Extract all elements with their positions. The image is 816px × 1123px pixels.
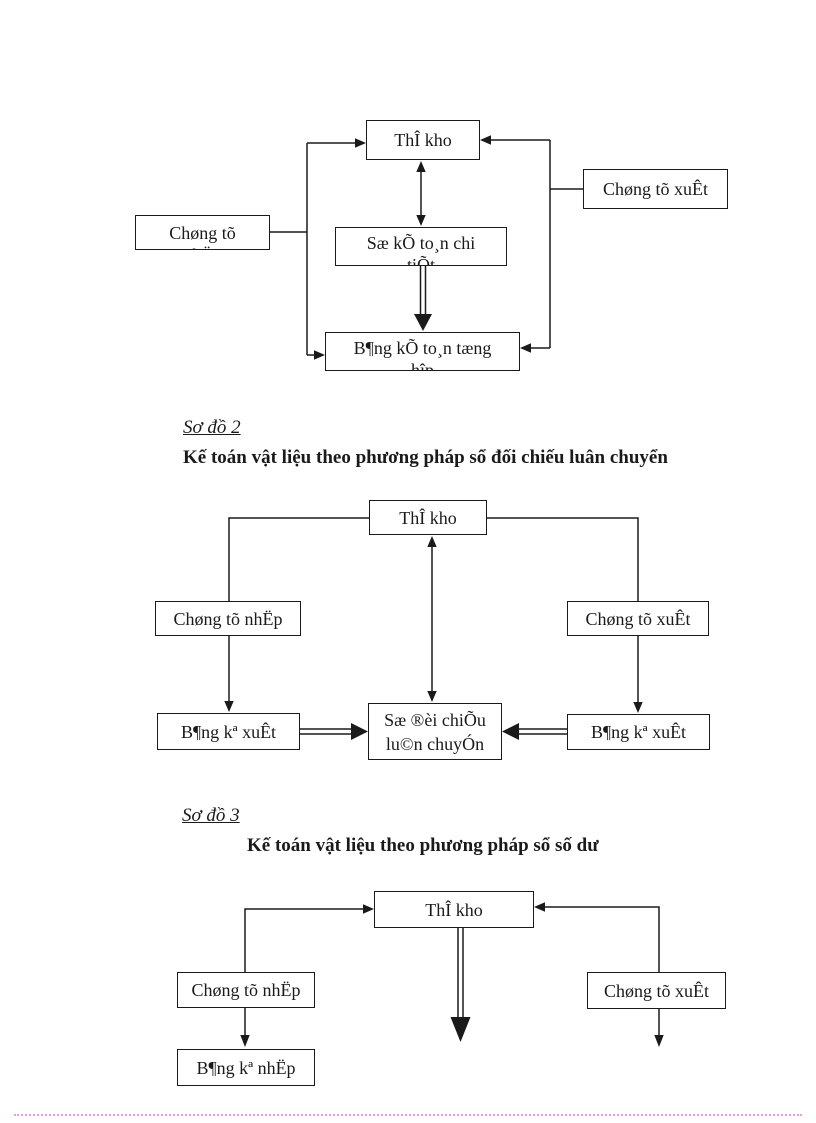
d2-box-bang-ke-right: B¶ng kª xuÊt	[567, 714, 710, 750]
d3-box-chung-tu-xuat: Chøng tõ xuÊt	[587, 972, 726, 1009]
d3-arrowhead-nhap-bangke	[240, 1035, 250, 1047]
d2-box-bang-ke-left: B¶ng kª xuÊt	[157, 713, 300, 750]
d2-box-chung-tu-nhap: Chøng tõ nhËp	[155, 601, 301, 636]
d2-box-chung-tu-xuat: Chøng tõ xuÊt	[567, 601, 709, 636]
page-break-dotted-line	[14, 1114, 802, 1116]
d1-box-bang-ke-toan-line2: hîp	[410, 360, 434, 371]
d3-box-bang-ke-nhap: B¶ng kª nhËp	[177, 1049, 315, 1086]
d1-box-chung-tu-nhap-line2: nhËp	[136, 244, 269, 249]
d1-box-so-ke-toan-line1: Sæ kÕ to¸n chi	[366, 233, 476, 253]
d2-arrowhead-nhap-bangke	[224, 701, 234, 712]
d1-box-chung-tu-xuat-label: Chøng tõ xuÊt	[602, 179, 708, 199]
d3-box-chung-tu-xuat-label: Chøng tõ xuÊt	[603, 980, 709, 1001]
d3-arrowhead-into-thekho-right	[534, 902, 545, 912]
d2-box-chung-tu-nhap-label: Chøng tõ nhËp	[173, 608, 283, 629]
d1-box-bang-ke-toan-line1: B¶ng kÕ to¸n tæng	[353, 338, 492, 358]
so-do-2-caption: Kế toán vật liệu theo phương pháp sổ đối…	[183, 447, 668, 468]
so-do-2-label: Sơ đồ 2	[183, 417, 241, 438]
d3-thick-arrowhead	[450, 1017, 471, 1042]
d3-box-chung-tu-nhap: Chøng tõ nhËp	[177, 972, 315, 1008]
d2-thick-right-arrowhead	[502, 723, 519, 740]
d1-box-so-ke-toan-line2: tiÕt	[406, 255, 435, 266]
d2-box-the-kho: ThÎ kho	[369, 500, 487, 535]
diagram2-connectors	[224, 517, 643, 740]
d1-arrowhead-to-thekho-right	[480, 135, 491, 145]
d3-arrowhead-into-thekho-left	[363, 904, 374, 914]
d1-box-chung-tu-xuat: Chøng tõ xuÊt	[583, 169, 728, 209]
d3-link-xuat-thekho	[545, 906, 660, 972]
d3-box-bang-ke-nhap-label: B¶ng kª nhËp	[196, 1057, 296, 1078]
d1-box-bang-ke-toan-tong-hop: B¶ng kÕ to¸n tæng hîp	[325, 332, 520, 371]
d1-box-so-ke-toan-chi-tiet: Sæ kÕ to¸n chi tiÕt	[335, 227, 507, 266]
d2-link-thekho-xuat	[487, 517, 639, 601]
d3-box-chung-tu-nhap-label: Chøng tõ nhËp	[191, 980, 301, 1000]
d3-box-the-kho-label: ThÎ kho	[425, 899, 483, 920]
d1-arrowhead-to-bang-left	[314, 350, 325, 360]
so-do-3-caption: Kế toán vật liệu theo phương pháp sổ số …	[247, 835, 599, 856]
d2-box-so-doi-chieu-line2: lu©n chuyÓn	[385, 734, 485, 754]
d1-box-the-kho-label: ThÎ kho	[394, 130, 452, 150]
d1-arrowhead-to-bang-right	[520, 343, 531, 353]
d2-thick-left-arrowhead	[351, 723, 368, 740]
d3-box-the-kho: ThÎ kho	[374, 891, 534, 928]
d1-box-chung-tu-nhap: Chøng tõ nhËp	[135, 215, 270, 250]
d1-thick-arrowhead	[414, 314, 432, 331]
d1-box-chung-tu-nhap-line1: Chøng tõ	[169, 223, 236, 243]
d3-arrowhead-xuat-down	[654, 1035, 664, 1047]
d1-arrowhead-to-thekho	[355, 138, 366, 148]
d2-link-thekho-nhap	[228, 517, 369, 601]
diagram3-connectors	[240, 902, 664, 1047]
d2-box-so-doi-chieu-line1: Sæ ®èi chiÕu	[384, 710, 486, 730]
d3-link-nhap-thekho	[244, 908, 363, 972]
d2-arrowhead-xuat-bangke	[633, 702, 643, 713]
d1-double-arrowhead-up	[416, 161, 426, 172]
d2-box-bang-ke-right-label: B¶ng kª xuÊt	[590, 722, 687, 742]
d2-box-so-doi-chieu-luan-chuyen: Sæ ®èi chiÕu lu©n chuyÓn	[368, 703, 502, 760]
so-do-3-label: Sơ đồ 3	[182, 805, 240, 826]
d1-box-the-kho: ThÎ kho	[366, 120, 480, 160]
d2-box-chung-tu-xuat-label: Chøng tõ xuÊt	[585, 608, 691, 629]
d2-box-bang-ke-left-label: B¶ng kª xuÊt	[180, 721, 277, 742]
d2-double-arrowhead-up	[427, 536, 437, 547]
diagram1-connectors	[270, 135, 583, 360]
d2-box-the-kho-label: ThÎ kho	[399, 507, 457, 528]
d1-double-arrowhead-down	[416, 215, 426, 226]
d2-double-arrowhead-down	[427, 691, 437, 702]
